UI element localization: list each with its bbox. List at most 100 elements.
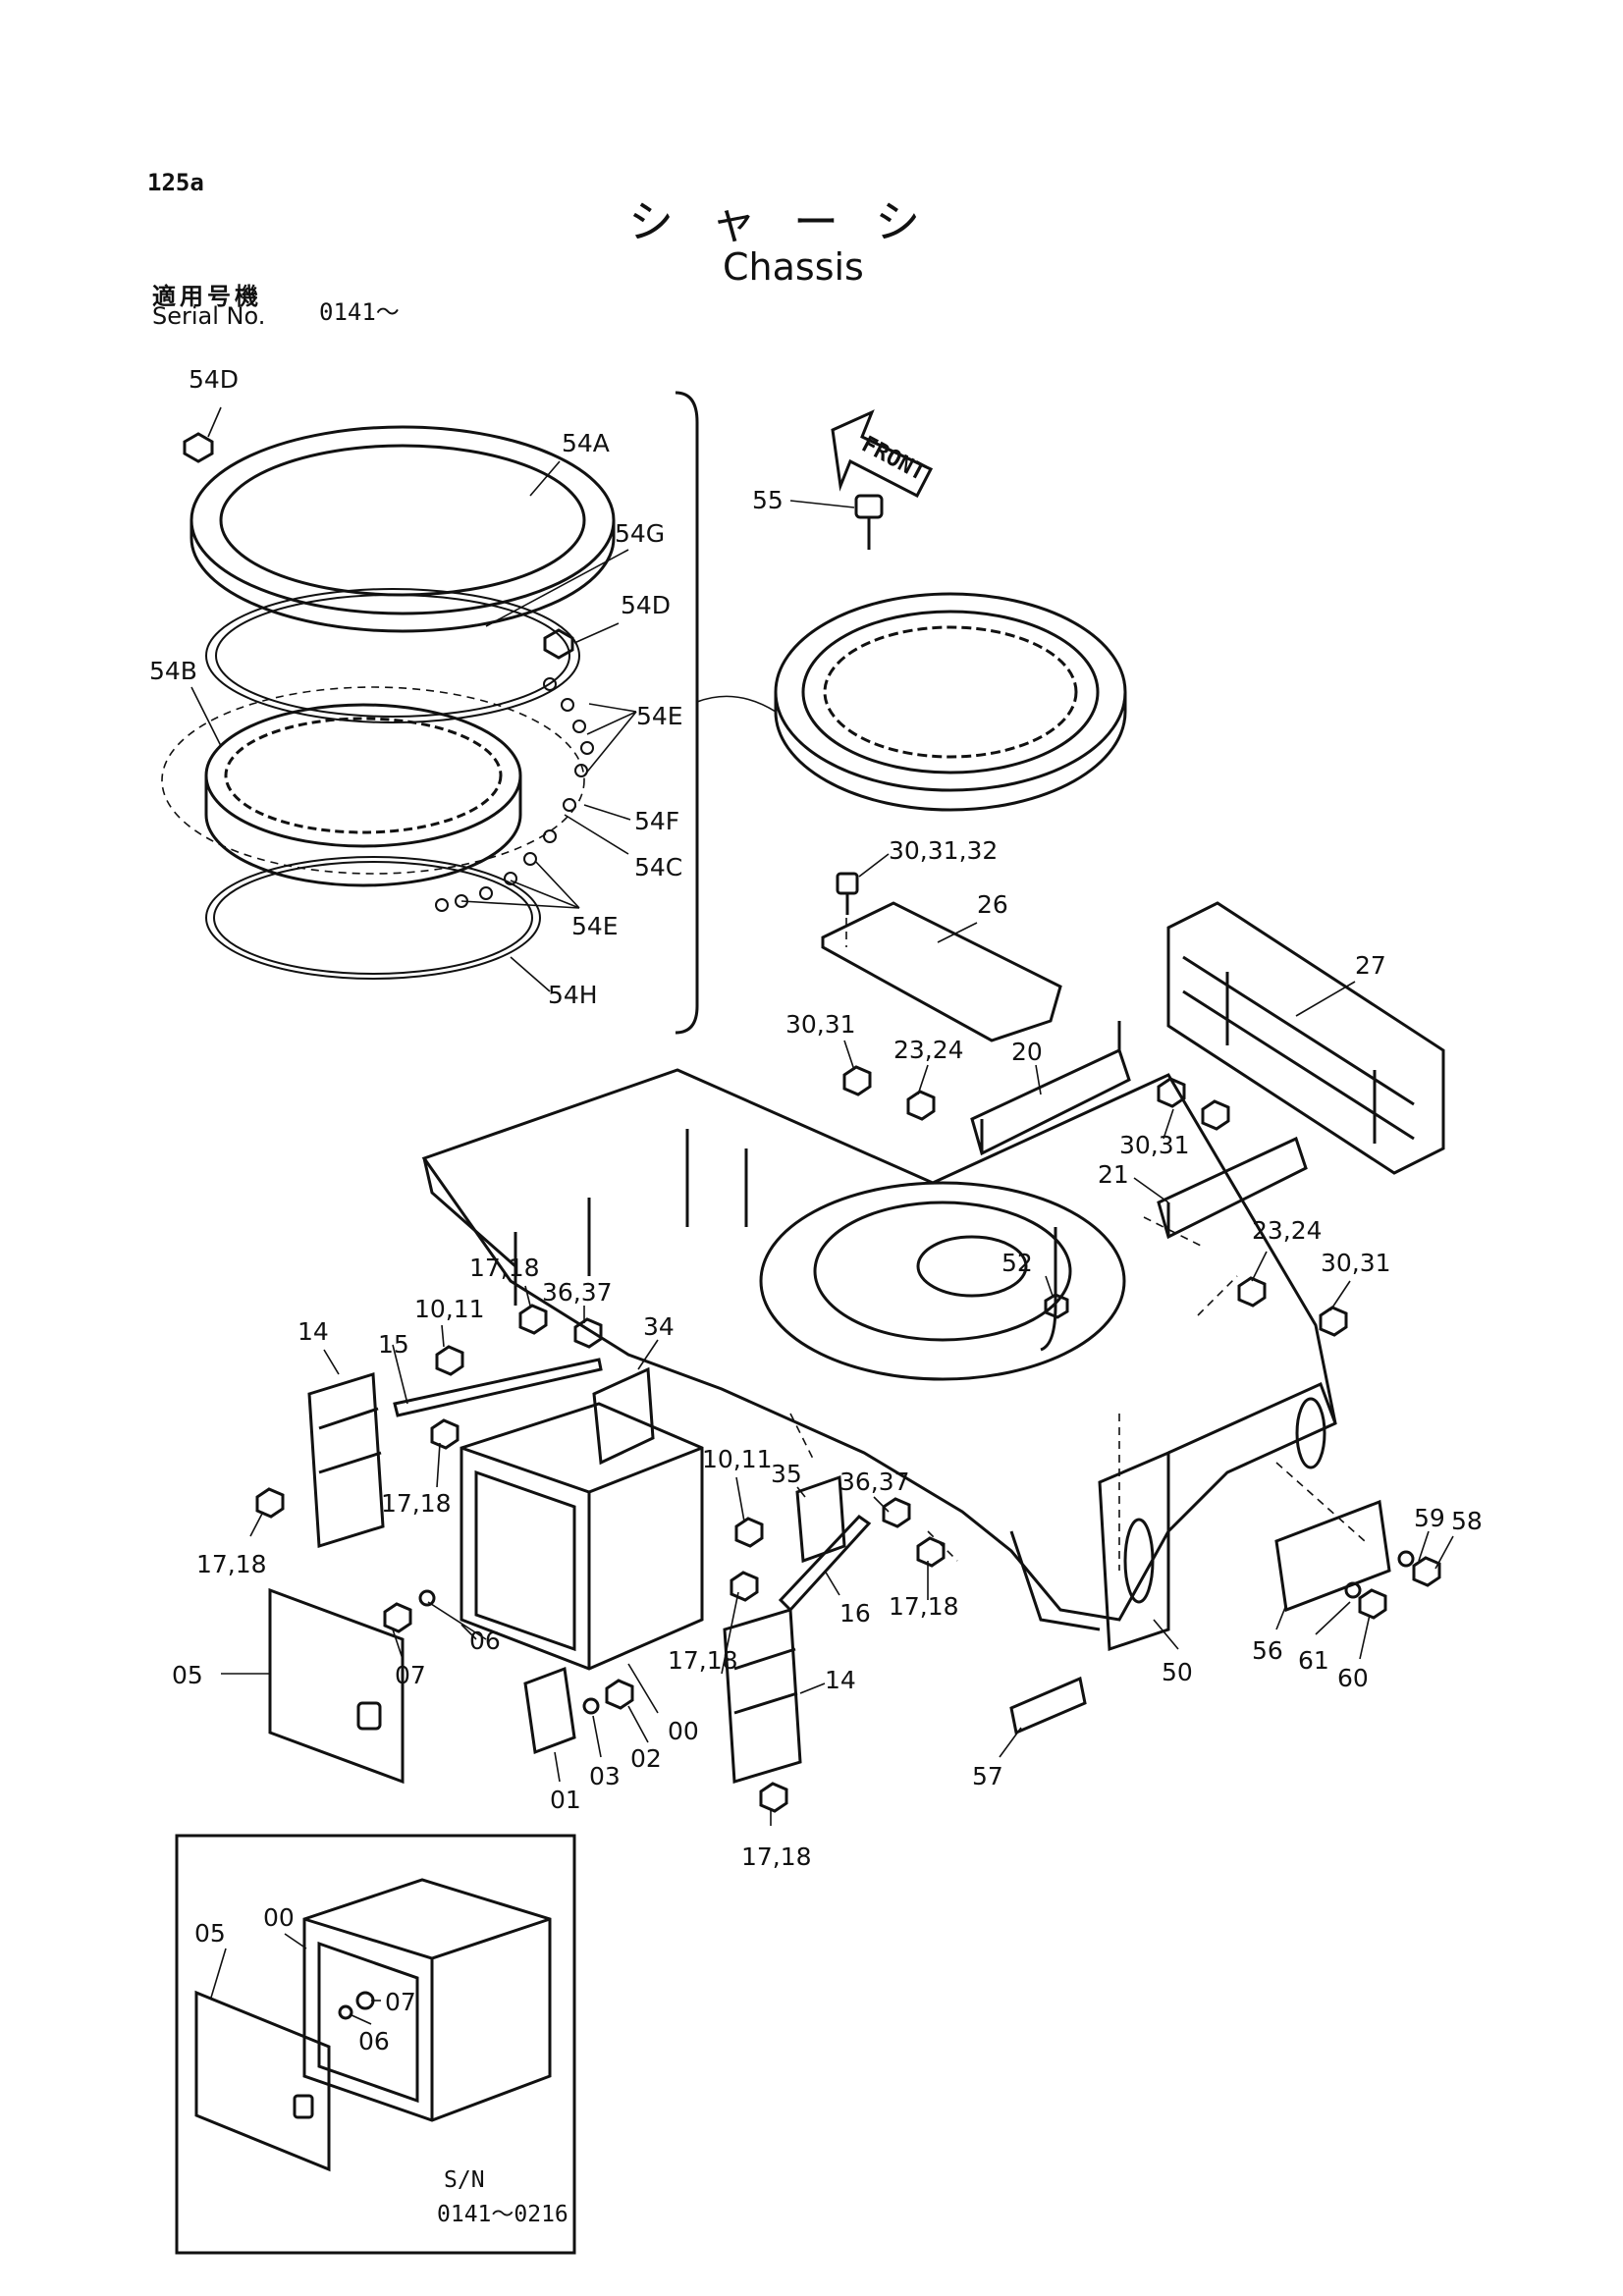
cover-plate-26 [821, 872, 1062, 1042]
callout-54D: 54D [189, 365, 239, 394]
bracket-leader [696, 695, 777, 713]
toolbox-00 [460, 1402, 704, 1671]
front-direction-arrow: FRONT [831, 409, 934, 499]
callout-54B: 54B [149, 657, 197, 685]
small-bolts [255, 1304, 1441, 1813]
callout-16: 16 [839, 1599, 871, 1628]
bracket-01 [523, 1666, 576, 1755]
callout-61: 61 [1298, 1646, 1329, 1675]
callout-labels: 54D 54A 54G 54D 54B 54E 54F 54C 54E 54H … [149, 365, 1483, 2056]
callout-17-18: 17,18 [469, 1254, 540, 1282]
callout-17-18-4: 17,18 [889, 1592, 959, 1621]
swing-bearing-assembled: FRONT [774, 409, 1127, 812]
callout-17-18-3: 17,18 [196, 1550, 267, 1578]
callout-54F: 54F [634, 807, 679, 835]
callout-54D-2: 54D [621, 591, 671, 619]
outer-ring-54A [189, 425, 616, 615]
callout-58: 58 [1451, 1507, 1483, 1535]
callout-30-31: 30,31 [785, 1010, 856, 1039]
callout-03: 03 [589, 1762, 621, 1790]
callout-57: 57 [972, 1762, 1003, 1790]
callout-10-11: 10,11 [414, 1295, 485, 1323]
callout-02: 02 [630, 1744, 662, 1773]
callout-30-31-3: 30,31 [1321, 1249, 1391, 1277]
callout-54E-2: 54E [571, 912, 619, 940]
counterweight-frame-27 [1166, 901, 1445, 1175]
callout-30-31-32: 30,31,32 [889, 836, 998, 865]
grease-fitting-54D-2 [543, 628, 574, 660]
bracket-14-left [307, 1372, 385, 1548]
callout-54E: 54E [636, 702, 683, 730]
callout-59: 59 [1414, 1504, 1445, 1532]
callout-17-18-6: 17,18 [741, 1842, 812, 1871]
seal-54G [205, 588, 580, 723]
chassis-frame [421, 1068, 1337, 1652]
inset-serial-label: S/N [444, 2167, 485, 2193]
plate-34 [592, 1366, 655, 1466]
callout-23-24-2: 23,24 [1252, 1216, 1323, 1245]
callout-52: 52 [1001, 1249, 1033, 1277]
callout-14-2: 14 [825, 1666, 856, 1694]
page-title-japanese: シャーシ [628, 195, 958, 248]
ghost-ring-outline [161, 686, 585, 875]
callout-20: 20 [1011, 1038, 1043, 1066]
callout-34: 34 [643, 1312, 675, 1341]
callout-07: 07 [395, 1661, 426, 1689]
callout-21: 21 [1098, 1160, 1129, 1189]
leader-lines [190, 406, 1454, 2025]
serial-label: Serial No. [152, 302, 266, 330]
stay-16 [778, 1515, 872, 1613]
serial-value: 0141～ [319, 298, 400, 326]
page-number: 125a [147, 169, 204, 196]
seal-54G-inner [215, 594, 570, 718]
callout-07-inset: 07 [385, 1988, 416, 2016]
callout-14: 14 [298, 1317, 329, 1346]
inner-ring-teeth [224, 717, 503, 834]
callout-60: 60 [1337, 1664, 1369, 1692]
inset-box: S/N 0141～0216 [175, 1834, 576, 2255]
callout-17-18-5: 17,18 [668, 1646, 738, 1675]
callout-05: 05 [172, 1661, 203, 1689]
callout-15: 15 [378, 1330, 409, 1359]
outer-ring-thickness [189, 520, 616, 633]
plate-57 [1009, 1676, 1087, 1735]
callout-54G: 54G [615, 519, 665, 548]
balls-54E [435, 677, 594, 912]
serial-label-japanese: 適用号機 [152, 283, 262, 310]
callout-50: 50 [1162, 1658, 1193, 1686]
callout-06: 06 [469, 1627, 501, 1655]
assembly-lines [789, 1216, 1366, 1571]
inset-frame [175, 1834, 576, 2255]
callout-54H: 54H [548, 981, 598, 1009]
seal-54H-inner [213, 861, 533, 975]
door-05 [268, 1587, 405, 1785]
callout-54A: 54A [562, 429, 610, 457]
callout-23-24: 23,24 [893, 1036, 964, 1064]
callout-00: 00 [668, 1717, 699, 1745]
callout-30-31-2: 30,31 [1119, 1131, 1190, 1159]
callout-54C: 54C [634, 853, 682, 881]
callout-26: 26 [977, 890, 1008, 919]
bracket-20 [970, 1021, 1131, 1156]
plate-56 [1274, 1499, 1391, 1613]
callout-36-37-2: 36,37 [839, 1468, 910, 1496]
callout-06-inset: 06 [358, 2027, 390, 2056]
inset-serial-range: 0141～0216 [437, 2202, 568, 2227]
inner-ring-thickness [204, 775, 522, 887]
inner-ring-54B [204, 703, 522, 848]
bracket-21 [1157, 1136, 1308, 1240]
callout-27: 27 [1355, 951, 1386, 980]
bracket-14-right [723, 1608, 802, 1784]
swing-bearing-exploded [161, 391, 777, 1035]
bolt-55-head [854, 494, 884, 519]
callout-10-11-2: 10,11 [702, 1445, 773, 1473]
page-title: Chassis [723, 245, 864, 289]
outer-ring-inner-edge [219, 444, 586, 597]
callout-55: 55 [752, 486, 784, 514]
callout-05-inset: 05 [194, 1919, 226, 1948]
callout-35: 35 [771, 1460, 802, 1488]
plate-35 [795, 1474, 846, 1564]
group-bracket [675, 391, 699, 1035]
callout-17-18-2: 17,18 [381, 1489, 452, 1518]
